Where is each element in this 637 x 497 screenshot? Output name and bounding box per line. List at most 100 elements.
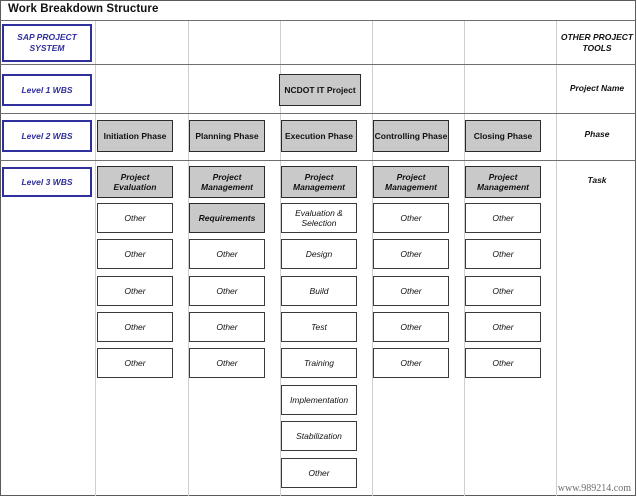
node-task-c5-r2-text: Other [492,248,514,259]
node-task-c3-r7[interactable]: Stabilization [281,421,357,451]
node-level1-root-text: NCDOT IT Project [284,84,356,95]
node-task-c3-r3-text: Build [309,285,329,296]
node-task-c4-r5-text: Other [400,357,422,368]
node-level3-col3[interactable]: Project Management [281,166,357,198]
label-level-1-wbs-text: Level 1 WBS [21,84,73,95]
node-phase-controlling[interactable]: Controlling Phase [373,120,449,152]
node-task-c1-r4-text: Other [124,321,146,332]
node-task-c4-r4-text: Other [400,321,422,332]
node-task-c4-r3[interactable]: Other [373,276,449,306]
node-task-c3-r7-text: Stabilization [296,430,342,441]
node-level1-root[interactable]: NCDOT IT Project [279,74,361,106]
node-task-c3-r5-text: Training [303,357,335,368]
node-task-c2-r5-text: Other [216,357,238,368]
grid-vline-5 [464,20,465,496]
node-task-c4-r1-text: Other [400,212,422,223]
watermark: www.989214.com [557,483,631,494]
label-sap-project-system-text: SAP PROJECT SYSTEM [17,32,77,53]
node-phase-initiation[interactable]: Initiation Phase [97,120,173,152]
node-task-c4-r5[interactable]: Other [373,348,449,378]
node-task-c1-r1-text: Other [124,212,146,223]
node-phase-closing-text: Closing Phase [473,130,533,141]
grid-hline-top [0,20,636,21]
node-level3-col1-text: Project Evaluation [113,171,157,192]
label-level-3-wbs: Level 3 WBS [2,167,92,197]
grid-hline-level1 [0,113,636,114]
node-task-c4-r2[interactable]: Other [373,239,449,269]
node-task-c2-r4[interactable]: Other [189,312,265,342]
node-task-c3-r3[interactable]: Build [281,276,357,306]
node-task-c5-r4-text: Other [492,321,514,332]
node-task-c2-r4-text: Other [216,321,238,332]
node-task-c3-r2-text: Design [305,248,333,259]
node-task-c5-r2[interactable]: Other [465,239,541,269]
node-task-c3-r5[interactable]: Training [281,348,357,378]
label-project-name-text: Project Name [569,83,625,94]
node-task-c1-r2-text: Other [124,248,146,259]
node-task-c5-r5[interactable]: Other [465,348,541,378]
node-level3-col3-text: Project Management [293,171,345,192]
node-task-c1-r1[interactable]: Other [97,203,173,233]
node-task-c5-r3[interactable]: Other [465,276,541,306]
node-phase-planning-text: Planning Phase [195,130,259,141]
node-task-c5-r5-text: Other [492,357,514,368]
node-level3-col2[interactable]: Project Management [189,166,265,198]
label-task-text: Task [587,175,607,186]
node-task-c1-r4[interactable]: Other [97,312,173,342]
node-task-c3-r6-text: Implementation [289,394,349,405]
label-other-project-tools: OTHER PROJECT TOOLS [560,28,634,58]
node-task-c2-r3[interactable]: Other [189,276,265,306]
node-task-c1-r5-text: Other [124,357,146,368]
grid-vline-6 [556,20,557,496]
node-phase-initiation-text: Initiation Phase [103,130,167,141]
label-phase-text: Phase [584,129,610,140]
node-task-c2-r1[interactable]: Requirements [189,203,265,233]
node-task-c3-r4[interactable]: Test [281,312,357,342]
node-task-c4-r3-text: Other [400,285,422,296]
node-phase-closing[interactable]: Closing Phase [465,120,541,152]
node-level3-col1[interactable]: Project Evaluation [97,166,173,198]
node-task-c4-r1[interactable]: Other [373,203,449,233]
node-task-c2-r5[interactable]: Other [189,348,265,378]
node-task-c5-r1[interactable]: Other [465,203,541,233]
label-level-2-wbs-text: Level 2 WBS [21,130,73,141]
node-task-c5-r4[interactable]: Other [465,312,541,342]
node-task-c5-r3-text: Other [492,285,514,296]
node-task-c2-r2[interactable]: Other [189,239,265,269]
node-task-c3-r1[interactable]: Evaluation & Selection [281,203,357,233]
node-task-c4-r2-text: Other [400,248,422,259]
node-level3-col4[interactable]: Project Management [373,166,449,198]
node-task-c1-r2[interactable]: Other [97,239,173,269]
node-task-c1-r3-text: Other [124,285,146,296]
node-task-c2-r2-text: Other [216,248,238,259]
grid-vline-1 [95,20,96,496]
grid-hline-sap [0,64,636,65]
node-task-c1-r3[interactable]: Other [97,276,173,306]
node-task-c3-r8[interactable]: Other [281,458,357,488]
grid-vline-2 [188,20,189,496]
node-phase-planning[interactable]: Planning Phase [189,120,265,152]
label-project-name: Project Name [560,78,634,100]
node-level3-col5-text: Project Management [477,171,529,192]
node-task-c5-r1-text: Other [492,212,514,223]
node-phase-controlling-text: Controlling Phase [374,130,448,141]
node-task-c3-r8-text: Other [308,467,330,478]
label-phase: Phase [560,124,634,146]
label-task: Task [560,170,634,192]
node-task-c4-r4[interactable]: Other [373,312,449,342]
node-task-c1-r5[interactable]: Other [97,348,173,378]
page-title: Work Breakdown Structure [8,3,159,15]
node-level3-col5[interactable]: Project Management [465,166,541,198]
label-level-3-wbs-text: Level 3 WBS [21,176,73,187]
node-level3-col4-text: Project Management [385,171,437,192]
label-sap-project-system: SAP PROJECT SYSTEM [2,24,92,62]
grid-hline-level2 [0,160,636,161]
node-task-c2-r1-text: Requirements [198,212,256,223]
node-task-c3-r6[interactable]: Implementation [281,385,357,415]
node-phase-execution[interactable]: Execution Phase [281,120,357,152]
node-phase-execution-text: Execution Phase [284,130,354,141]
node-task-c3-r2[interactable]: Design [281,239,357,269]
node-task-c3-r4-text: Test [311,321,327,332]
label-other-project-tools-text: OTHER PROJECT TOOLS [560,31,634,53]
